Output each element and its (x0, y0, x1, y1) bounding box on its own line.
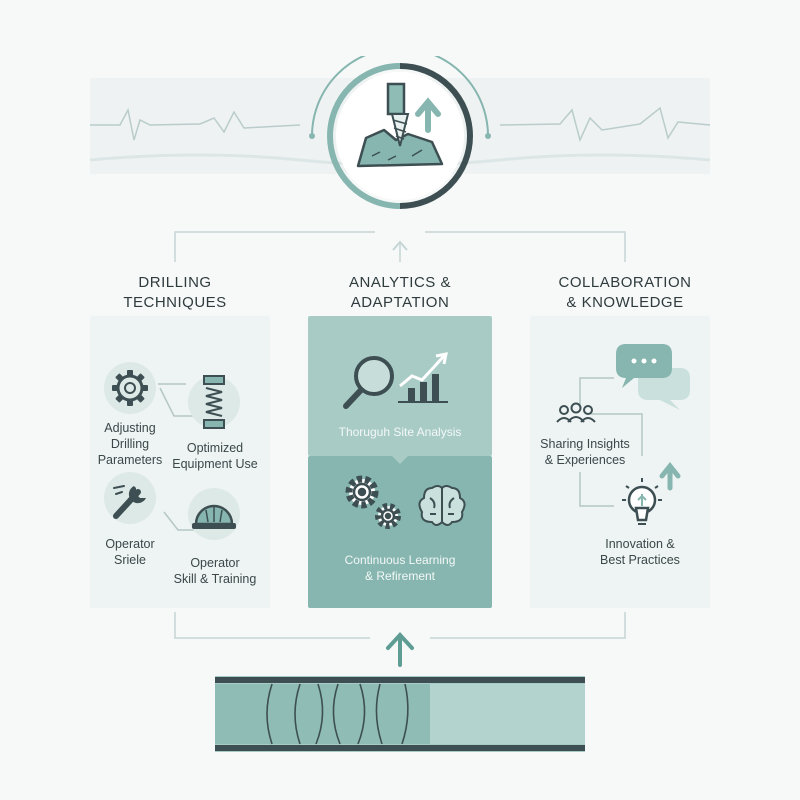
label-site-analysis: Thoruguh Site Analysis (338, 425, 462, 439)
up-arrow-small (392, 240, 408, 251)
column-header-drilling: DRILLING TECHNIQUES (75, 273, 275, 320)
chat-bubbles-icon (616, 344, 690, 410)
analytics-icons (343, 352, 466, 529)
drilling-icons (104, 362, 240, 540)
hard-hat-icon (188, 488, 240, 540)
column-header-line1: ANALYTICS & (349, 274, 451, 291)
gears-icon (345, 475, 401, 529)
label-line2: Sriele (114, 553, 146, 567)
column-header-analytics: ANALYTICS & ADAPTATION (300, 273, 500, 320)
label-line2: Best Practices (600, 553, 680, 567)
trend-chart-icon (398, 352, 448, 403)
label-line1: Innovation & (605, 537, 675, 551)
label-line2: & Refirement (364, 569, 436, 583)
gear-icon (104, 362, 156, 414)
collaboration-icons (556, 344, 690, 525)
label-line2: & Experiences (544, 453, 626, 467)
top-connectors (174, 231, 626, 262)
pipe (215, 676, 585, 752)
label-line1: Operator (105, 537, 155, 551)
label-line1: Adjusting (104, 421, 156, 435)
lightbulb-icon (622, 461, 681, 525)
brain-icon (418, 485, 466, 526)
label-optimized-equipment: Optimized Equipment Use (165, 440, 265, 472)
column-header-collaboration: COLLABORATION & KNOWLEDGE (525, 273, 725, 320)
label-line1: Continuous Learning (344, 553, 456, 567)
up-arrow-large (386, 632, 414, 667)
drill-rock-icon (309, 56, 491, 209)
people-icon (556, 402, 596, 423)
label-line2: Drilling (110, 437, 150, 451)
column-header-line2: ADAPTATION (350, 294, 450, 311)
label-continuous-learning: Continuous Learning & Refirement (308, 552, 492, 584)
column-header-line1: DRILLING (138, 274, 212, 291)
label-operator-skill: Operator Skill & Training (165, 555, 265, 587)
column-header-line1: COLLABORATION (558, 274, 692, 291)
label-line1: Sharing Insights (540, 437, 630, 451)
label-line3: Parameters (97, 453, 163, 467)
spring-icon (188, 375, 240, 429)
label-operator-sriele: Operator Sriele (90, 536, 170, 568)
label-line2: Equipment Use (172, 457, 258, 471)
label-adjusting-parameters: Adjusting Drilling Parameters (90, 420, 170, 468)
panel-learning (308, 456, 492, 608)
bottom-connectors (174, 612, 626, 639)
label-line2: Skill & Training (173, 572, 257, 586)
label-line1: Operator (190, 556, 240, 570)
magnifier-icon (343, 356, 394, 409)
label-sharing-insights: Sharing Insights & Experiences (530, 436, 640, 468)
column-header-line2: TECHNIQUES (123, 294, 227, 311)
label-line1: Optimized (186, 441, 244, 455)
wrench-icon (104, 472, 156, 524)
label-innovation: Innovation & Best Practices (585, 536, 695, 568)
column-header-line2: & KNOWLEDGE (566, 294, 684, 311)
